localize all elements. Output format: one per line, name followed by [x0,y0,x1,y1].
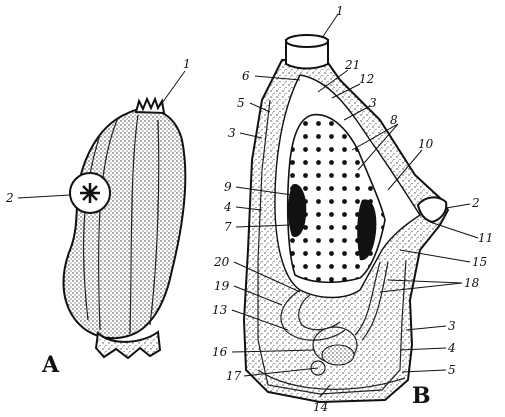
figure-b-label: 5 [237,96,245,110]
figure-b-label: 1 [336,4,344,18]
figure-b-label: 4 [447,341,456,355]
figure-b-label: 4 [223,200,232,214]
figure-b-siphon-opening [286,35,328,47]
figure-b-label: 15 [472,255,487,269]
figure-b-label: 20 [213,255,230,269]
figure-b-label: 17 [226,369,242,383]
figure-b-label: 3 [369,96,377,110]
figure-a-leader [160,71,185,106]
figure-b-label: 5 [448,363,456,377]
figure-b-label: 12 [359,72,374,86]
figure-b-leader [446,204,470,208]
figure-b-label: 3 [448,319,456,333]
figure-b-label: 9 [224,180,232,194]
figure-b-section-view: 1 21 6 12 5 3 8 3 10 2 9 4 7 11 15 18 20… [212,4,493,414]
figure-a-panel-label: A [41,352,60,378]
figure-b-label: 14 [313,400,328,414]
figure-a-siphon-aperture [80,183,100,203]
figure-b-label: 2 [471,196,480,210]
figure-b-heart [322,345,354,365]
figure-b-label: 10 [418,137,434,151]
figure-b-label: 21 [344,58,360,72]
figure-a-body [64,109,186,339]
figure-b-panel-label: B [412,383,431,409]
figure-b-label: 8 [390,113,398,127]
figure-b-label: 19 [214,279,230,293]
figure-b-label: 6 [242,69,250,83]
figure-a-label: 1 [183,57,191,71]
figure-a-leader [18,195,70,198]
figure-b-label: 3 [228,126,236,140]
figure-b-label: 16 [212,345,228,359]
figure-a-label: 2 [5,191,14,205]
figure-a-external-view: 1 2 A [5,57,191,378]
figure-b-label: 18 [464,276,480,290]
figure-b-label: 13 [212,303,228,317]
figure-b-label: 7 [224,220,232,234]
figure-a-oral-siphon [136,99,164,113]
figure-b-label: 11 [478,231,493,245]
